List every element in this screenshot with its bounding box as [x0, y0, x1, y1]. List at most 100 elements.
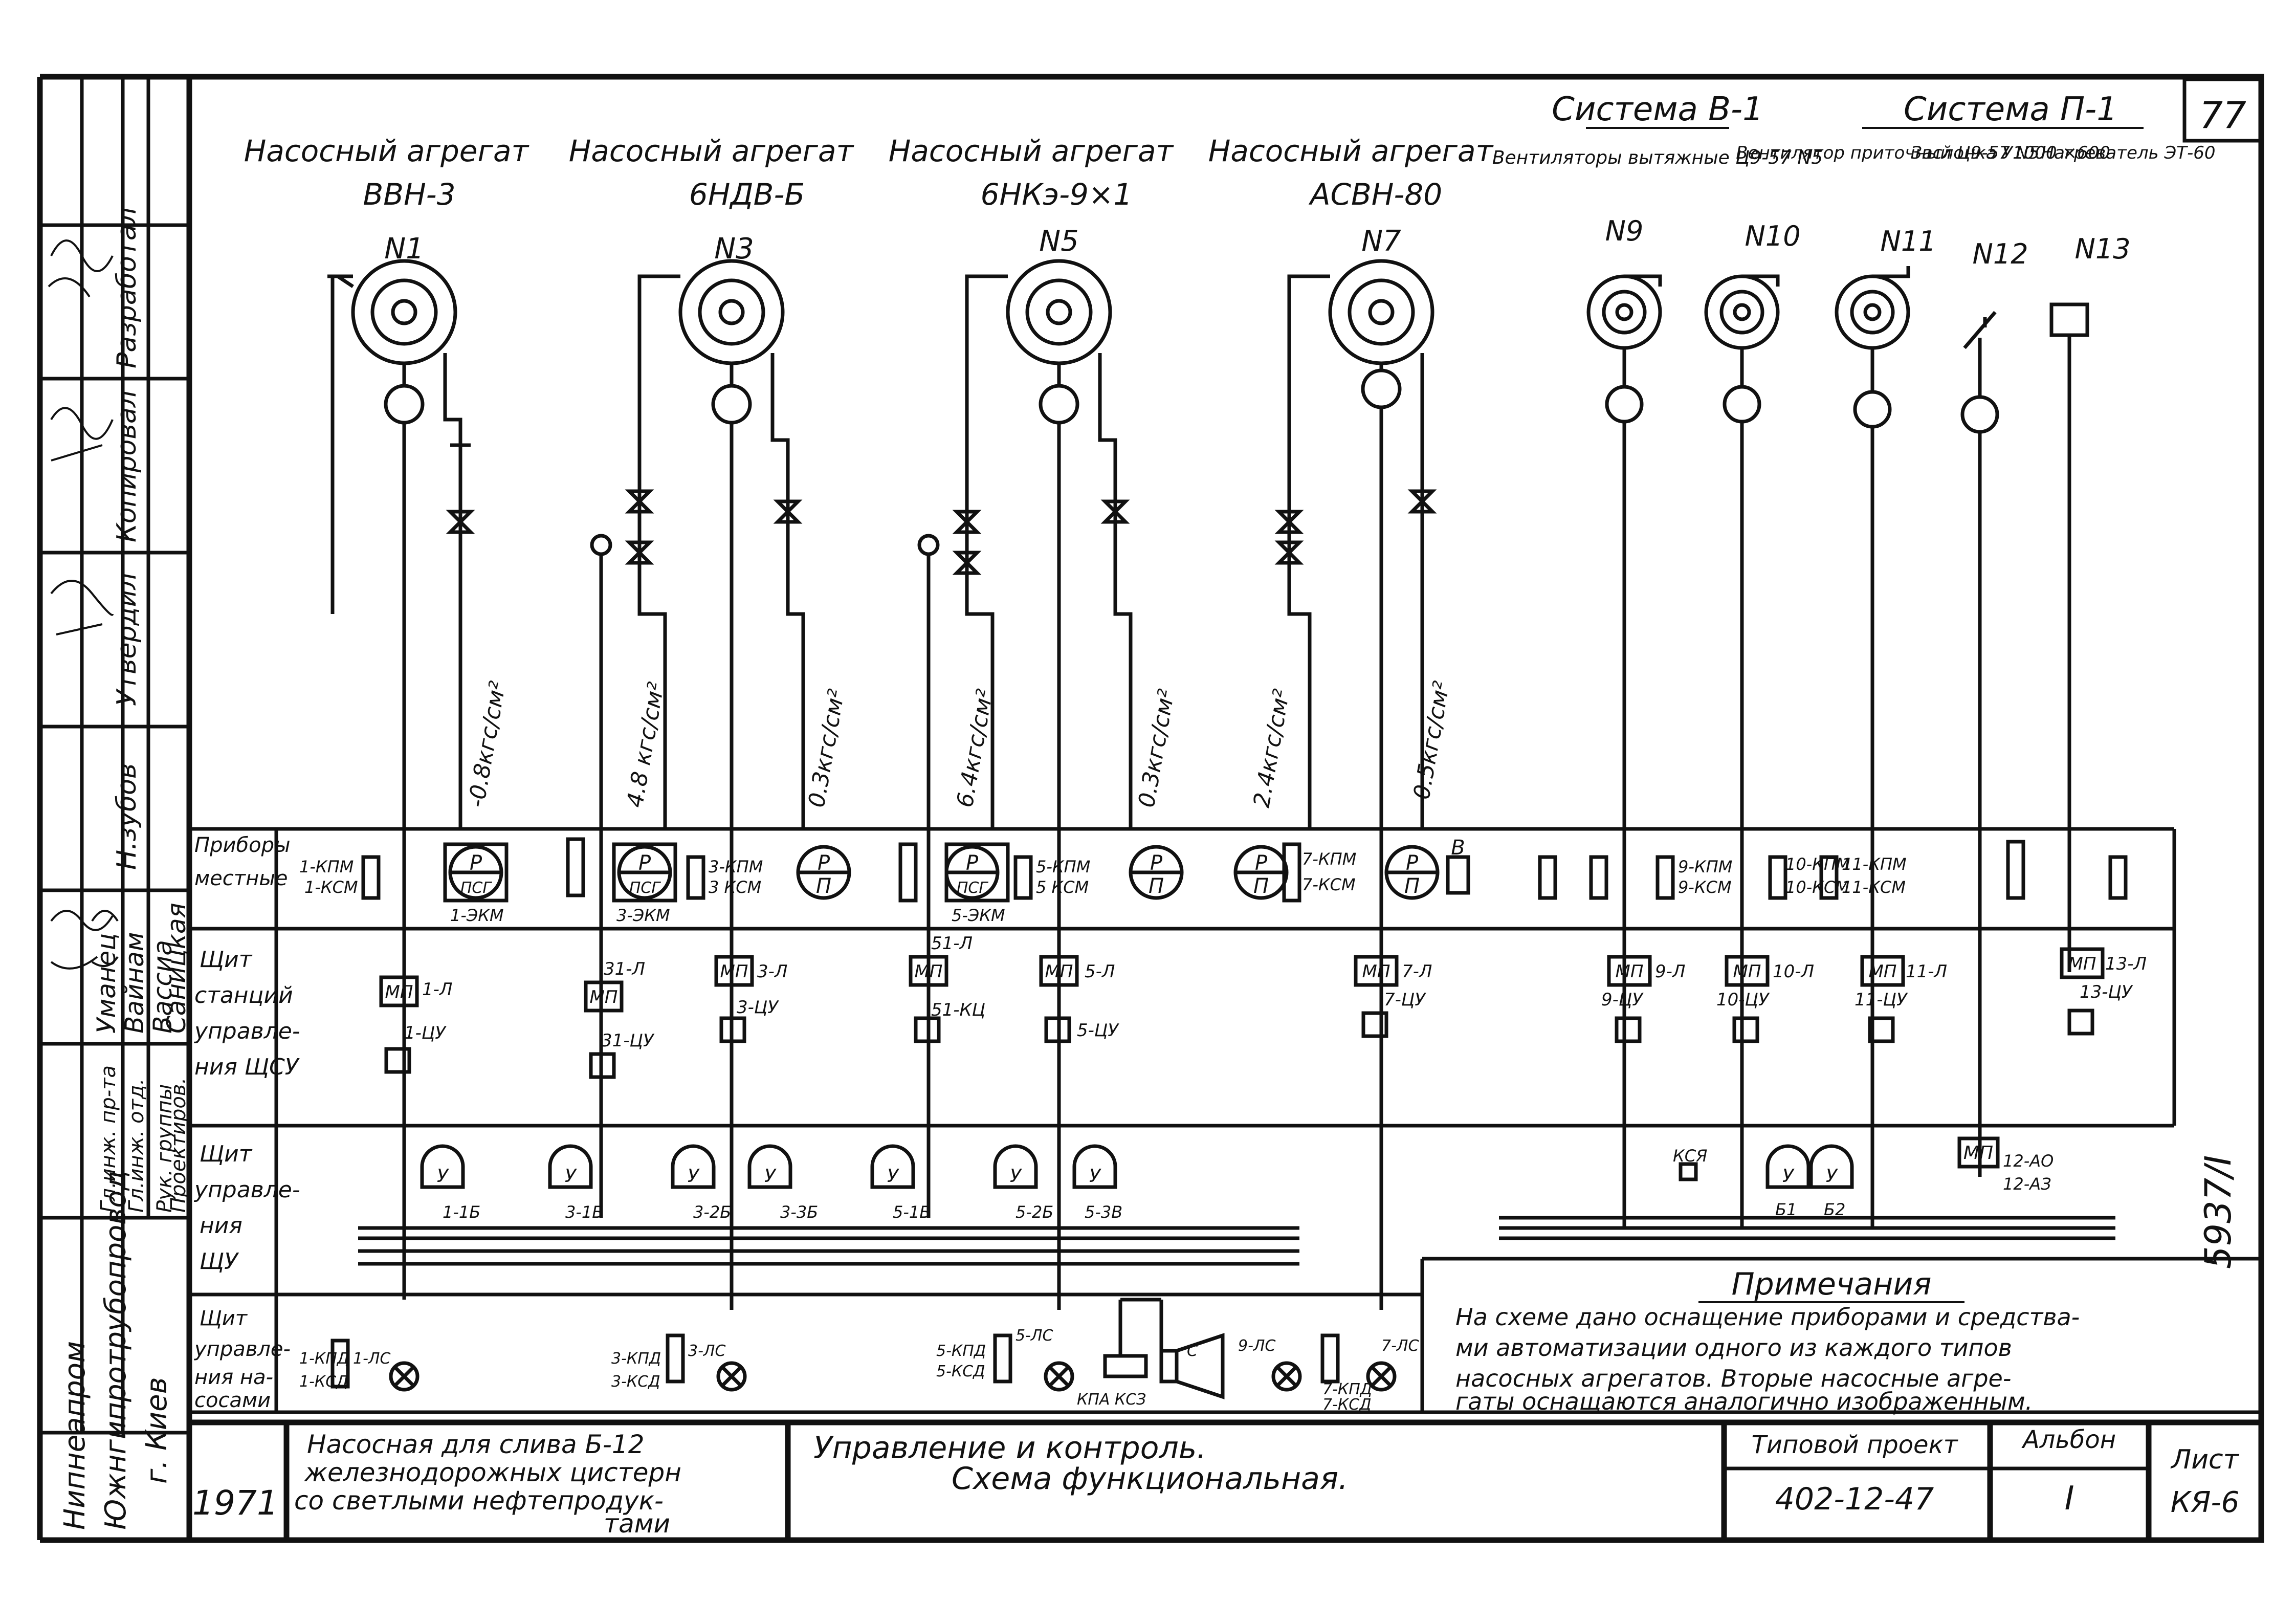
project-label: Типовой проект	[1751, 1431, 1958, 1459]
handwritten-signatures	[48, 239, 119, 970]
fan-11-number: N11	[1880, 225, 1936, 257]
tag-13-cu: 13-ЦУ	[2080, 982, 2133, 1002]
fan-11-symbol	[1835, 266, 1910, 1228]
project-code: 402-12-47	[1775, 1481, 1934, 1517]
sheet-code: КЯ-6	[2171, 1486, 2240, 1519]
heater-symbol	[2049, 302, 2089, 972]
fan-10-symbol	[1704, 274, 1780, 1228]
tag-1-ksm: 1-КСМ	[304, 878, 358, 897]
tag-1-ksd: 1-КСД	[299, 1373, 348, 1391]
drawing-title-0: Управление и контроль.	[813, 1430, 1206, 1466]
tag-1-kpm: 1-КПМ	[299, 857, 354, 876]
tag-b2: Б2	[1824, 1200, 1845, 1219]
pump-5-model: 6НКэ-9×1	[981, 177, 1133, 212]
tag-11-cu: 11-ЦУ	[1855, 990, 1908, 1010]
lamp-5	[1044, 1361, 1074, 1392]
u-8	[1765, 1144, 1811, 1189]
ventilation-symbols	[1586, 266, 2089, 1228]
object-line-1: железнодорожных цистерн	[304, 1458, 681, 1487]
tag-5-1b: 5-1Б	[893, 1202, 931, 1222]
tag-3-kpm: 3-КПМ	[709, 857, 763, 876]
gauge-2-p: Р	[638, 851, 651, 875]
title-block	[189, 1419, 2261, 1540]
tag-3-ksm: 3 КСМ	[709, 878, 761, 897]
approval-3: Разработал	[112, 207, 142, 368]
pump-headers: Насосный агрегат ВВН-3 N1 Насосный агрег…	[244, 134, 1494, 266]
mp-5-label: МП	[1045, 961, 1073, 982]
pump-3-motor	[711, 384, 752, 425]
gauge-3-psg: П	[816, 874, 831, 898]
object-line-2: со светлыми нефтепродук-	[294, 1486, 664, 1516]
tag-1-ekm: 1-ЭКМ	[450, 906, 504, 925]
loc-b: В	[1451, 836, 1465, 860]
panel-pumps-tags: 1-КПД 1-КСД 1-ЛС 3-КПД 3-КСД 3-ЛС 5-КПД …	[299, 1327, 1419, 1414]
tag-10-kpm: 10-КПМ	[1785, 854, 1850, 874]
notes-title: Примечания	[1732, 1266, 1932, 1302]
u-4-label: У	[764, 1166, 777, 1187]
organization-block: Нипнеапром Южнгипротрубопровод г. Киев	[58, 1171, 173, 1530]
local-instruments	[361, 837, 2128, 903]
tag-5-ekm: 5-ЭКМ	[952, 906, 1005, 925]
notes-line-2: насосных агрегатов. Вторые насосные агре…	[1455, 1365, 2011, 1392]
lamp-3	[716, 1361, 747, 1392]
gauge-6-psg: П	[1253, 874, 1269, 898]
tag-5-ksm: 5 КСМ	[1036, 878, 1089, 897]
tag-9-cu: 9-ЦУ	[1601, 990, 1644, 1010]
mp-11-label: МП	[1869, 961, 1897, 982]
signature-strip	[40, 77, 191, 1540]
gauge-7-p: Р	[1406, 851, 1419, 875]
drawing-title: Управление и контроль. Схема функциональ…	[813, 1430, 1348, 1497]
panel-su-mp-labels: МП МП МП МП МП МП МП МП МП МП	[385, 954, 2096, 1007]
tag-10-l: 10-Л	[1773, 961, 1814, 982]
album-number: I	[2065, 1480, 2074, 1518]
kpa-ksz	[1103, 1354, 1148, 1378]
pump-5-symbol	[917, 259, 1133, 1310]
tag-5-ksd: 5-КСД	[936, 1363, 985, 1380]
tag-5-2b: 5-2Б	[1015, 1202, 1053, 1222]
pump-3-model: 6НДВ-Б	[689, 177, 805, 212]
u-5-label: У	[887, 1166, 899, 1187]
tag-31-cu: 31-ЦУ	[601, 1030, 655, 1051]
gauge-2-psg: ПСГ	[629, 879, 661, 897]
tag-7-ksd: 7-КСД	[1322, 1396, 1372, 1414]
signature-names: Уманец Вайнам Вассиа Саницкая	[92, 903, 191, 1034]
tag-12-ao: 12-АО	[2003, 1151, 2054, 1171]
pressure-captions: -0.8кгс/см² 4.8 кгс/см² 0.3кгс/см² 6.4кг…	[463, 679, 1455, 809]
pump-5-motor	[1039, 384, 1079, 425]
tag-1-l: 1-Л	[422, 979, 452, 1000]
pump-5-title: Насосный агрегат	[889, 134, 1175, 168]
heater-number: N13	[2074, 233, 2130, 265]
u-2	[548, 1144, 593, 1189]
u-6	[993, 1144, 1038, 1189]
fan-9-motor	[1605, 385, 1644, 424]
tag-b1: Б1	[1775, 1200, 1797, 1219]
tag-3-1b: 3-1Б	[565, 1202, 603, 1222]
tag-5-cu: 5-ЦУ	[1077, 1020, 1119, 1041]
tag-1-ls: 1-ЛС	[353, 1350, 390, 1368]
system-b1-title: Система В-1	[1552, 91, 1763, 128]
ksya	[1679, 1162, 1698, 1181]
mp-10-label: МП	[1733, 961, 1761, 982]
tag-3-cu: 3-ЦУ	[737, 997, 779, 1018]
tag-51-l: 51-Л	[931, 933, 973, 954]
lamp-7	[1366, 1361, 1397, 1392]
pressure-7b: -0.5кгс/см²	[1407, 679, 1455, 809]
tag-5-l: 5-Л	[1085, 961, 1115, 982]
album-label: Альбон	[2021, 1425, 2116, 1454]
mp-12-label: МП	[1963, 1143, 1993, 1164]
gauge-5-psg: П	[1149, 874, 1164, 898]
mp-7-label: МП	[1362, 961, 1390, 982]
mp-13	[2060, 947, 2105, 979]
u-8-label: У	[1782, 1166, 1795, 1187]
role-3: Проектиров.	[167, 1078, 190, 1213]
mp-3	[714, 955, 754, 987]
tag-1-cu: 1-ЦУ	[404, 1023, 447, 1043]
tag-7-kpd: 7-КПД	[1322, 1380, 1372, 1398]
gauge-4-p: Р	[966, 851, 979, 875]
pressure-3b: 0.3кгс/см²	[804, 687, 850, 809]
tag-3-ls: 3-ЛС	[688, 1342, 725, 1360]
name-1: Вайнам	[120, 932, 149, 1034]
gauge-4-psg: ПСГ	[957, 879, 989, 897]
